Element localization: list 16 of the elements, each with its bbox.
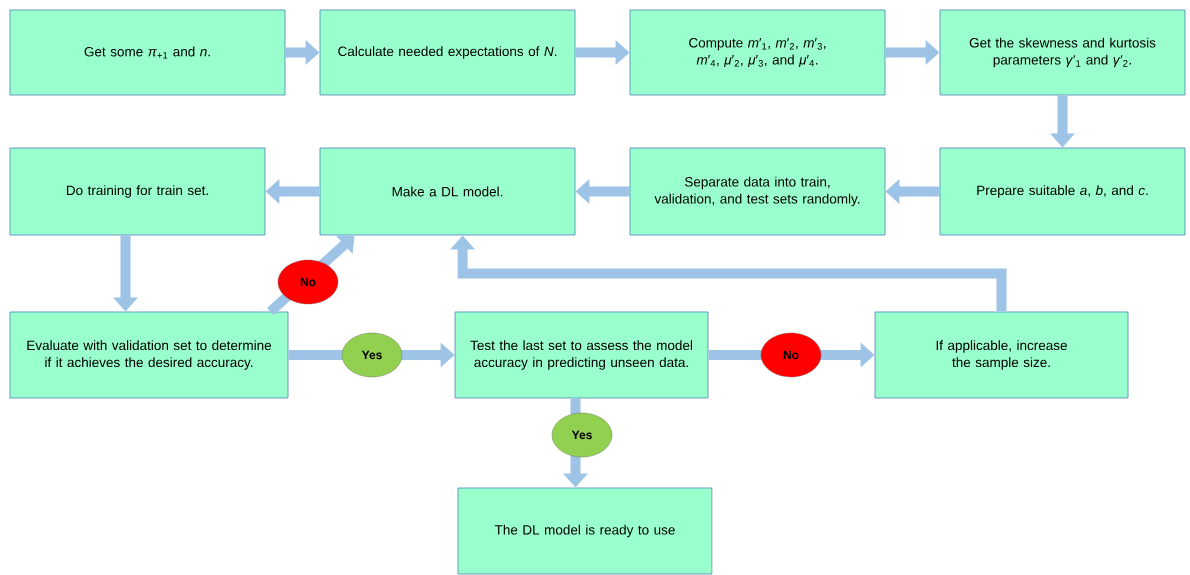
process-box: The DL model is ready to use: [457, 487, 713, 575]
process-box: Make a DL model.: [319, 147, 576, 236]
edge-label: Yes: [341, 332, 403, 378]
process-box: Test the last set to assess the model accuracy in predicting unseen data.: [454, 311, 709, 399]
edge-label: No: [760, 332, 822, 378]
process-box: Do training for train set.: [9, 147, 266, 236]
process-box: Calculate needed expectations of N.: [319, 9, 576, 96]
process-box: Compute m′$_{1}$, m′$_{2}$, m′$_{3}$, m′$_{4}$, μ′$_{2}$, μ′$_{3}$, and μ′$_{4}$.: [629, 9, 886, 96]
process-box: Get some π$_{+1}$ and n.: [9, 9, 286, 96]
process-box: If applicable, increase the sample size.: [874, 311, 1129, 399]
edge-label: No: [277, 259, 339, 305]
process-box: Evaluate with validation set to determine if it achieves the desired accuracy.: [9, 311, 289, 399]
process-box: Prepare suitable a, b, and c.: [939, 147, 1186, 236]
edge-label: Yes: [551, 412, 613, 458]
process-box: Get the skewness and kurtosis parameters γ′$_{1}$ and γ′$_{2}$.: [939, 9, 1186, 96]
process-box: Separate data into train, validation, and test sets randomly.: [629, 147, 886, 236]
